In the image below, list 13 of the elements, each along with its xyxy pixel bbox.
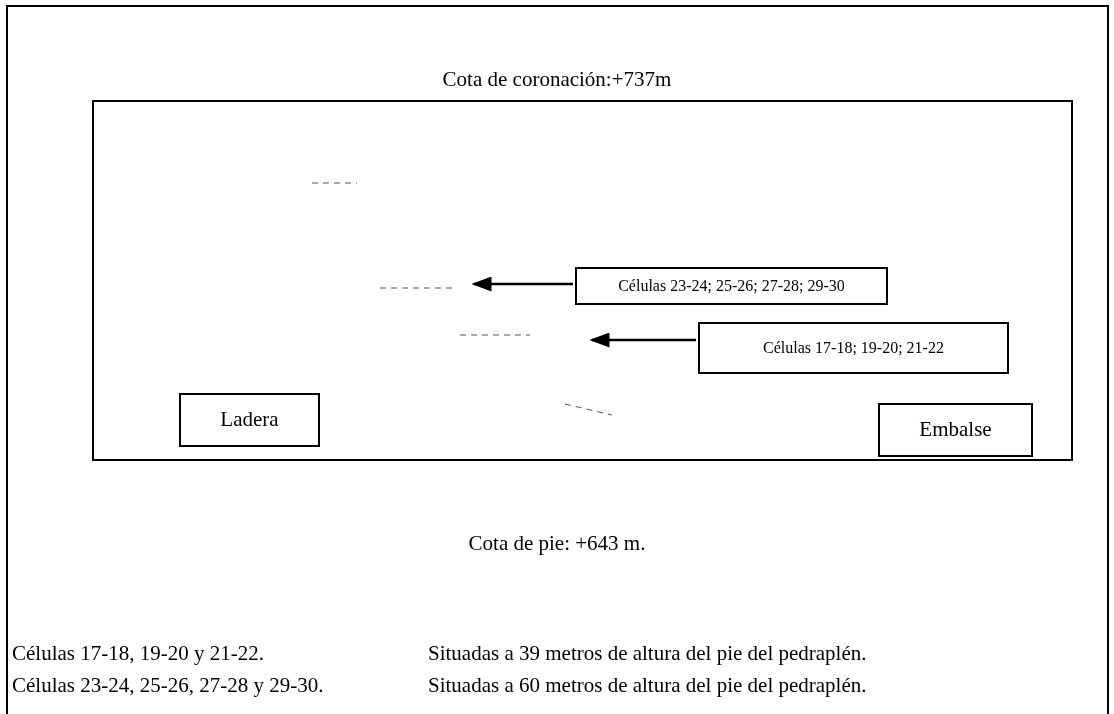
label-box: Células 23-24; 25-26; 27-28; 29-30 [575,267,888,305]
note-text: Situadas a 60 metros de altura del pie del pedraplén. [428,672,867,699]
label-box: Embalse [878,403,1033,457]
label-box: Células 17-18; 19-20; 21-22 [698,322,1009,374]
elevation-label: Cota de coronación:+737m [441,66,673,93]
note-text: Células 23-24, 25-26, 27-28 y 29-30. [12,672,324,699]
arrow [471,276,573,292]
note-text: Células 17-18, 19-20 y 21-22. [12,640,264,667]
elevation-label: Cota de pie: +643 m. [467,530,647,557]
arrow [589,332,696,348]
label-box: Ladera [179,393,320,447]
frame-box [92,100,1073,461]
note-text: Situadas a 39 metros de altura del pie del pedraplén. [428,640,867,667]
